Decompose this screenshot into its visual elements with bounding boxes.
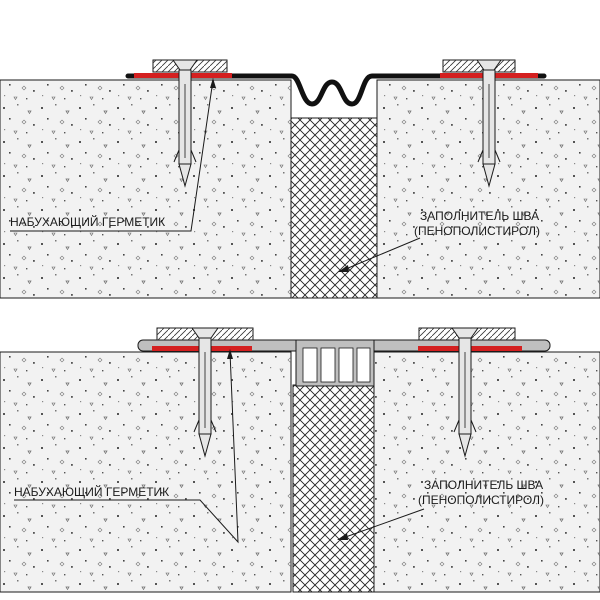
top-filler-label-line2: (ПЕНОПОЛИСТИРОЛ)	[414, 224, 540, 238]
bottom-diagram: НАБУХАЮЩИЙ ГЕРМЕТИК ЗАПОЛНИТЕЛЬ ШВА (ПЕН…	[0, 327, 600, 593]
bottom-sealant-label: НАБУХАЮЩИЙ ГЕРМЕТИК	[14, 484, 169, 499]
bottom-filler-label-line2: (ПЕНОПОЛИСТИРОЛ)	[418, 493, 544, 507]
bottom-sealant-leader	[14, 351, 239, 544]
top-rubber-profile	[125, 73, 547, 107]
top-sealant-leader	[10, 79, 214, 232]
top-sealant-label: НАБУХАЮЩИЙ ГЕРМЕТИК	[10, 214, 165, 229]
bottom-profile-chambers	[295, 339, 375, 387]
top-diagram: НАБУХАЮЩИЙ ГЕРМЕТИК ЗАПОЛНИТЕЛЬ ШВА (ПЕН…	[0, 59, 600, 299]
top-filler-leader	[340, 237, 421, 272]
bottom-filler-label-line1: ЗАПОЛНИТЕЛЬ ШВА	[424, 478, 543, 492]
top-right-anchor-bolt	[476, 59, 502, 188]
top-left-anchor-bolt	[172, 59, 198, 188]
bottom-filler-leader	[339, 508, 425, 540]
top-filler-label-line1: ЗАПОЛНИТЕЛЬ ШВА	[420, 209, 539, 223]
bottom-left-anchor-bolt	[191, 327, 219, 458]
bottom-right-anchor-bolt	[451, 327, 479, 458]
